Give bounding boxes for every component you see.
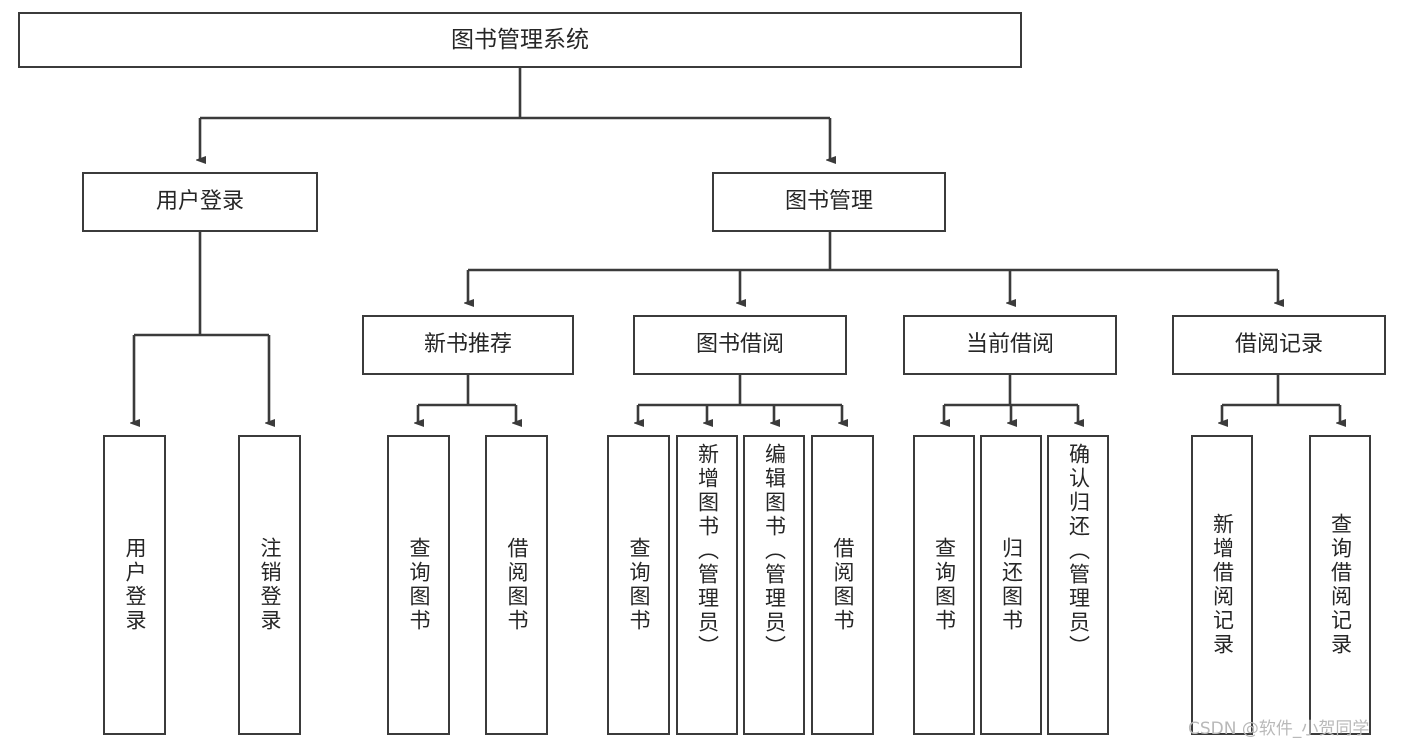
node-leaf-9-label: 查询图书 bbox=[932, 537, 957, 633]
node-leaf-12[interactable]: 新增借阅记录 bbox=[1191, 435, 1253, 735]
node-leaf-7[interactable]: 编辑图书（管理员） bbox=[743, 435, 805, 735]
node-leaf-10[interactable]: 归还图书 bbox=[980, 435, 1042, 735]
node-leaf-9[interactable]: 查询图书 bbox=[913, 435, 975, 735]
node-current-borrow-label: 当前借阅 bbox=[965, 332, 1054, 358]
node-leaf-8-label: 借阅图书 bbox=[831, 537, 855, 633]
node-leaf-4[interactable]: 借阅图书 bbox=[485, 435, 548, 735]
node-leaf-3-label: 查询图书 bbox=[407, 537, 431, 633]
node-leaf-13[interactable]: 查询借阅记录 bbox=[1309, 435, 1371, 735]
node-current-borrow[interactable]: 当前借阅 bbox=[903, 315, 1117, 375]
node-leaf-1-label: 用户登录 bbox=[123, 537, 147, 633]
node-new-book-rec-label: 新书推荐 bbox=[423, 332, 512, 358]
node-leaf-3[interactable]: 查询图书 bbox=[387, 435, 450, 735]
node-leaf-10-label: 归还图书 bbox=[999, 537, 1024, 633]
csdn-watermark: CSDN @软件_小贺同学 bbox=[1188, 719, 1370, 739]
node-leaf-12-label: 新增借阅记录 bbox=[1210, 513, 1235, 657]
node-new-book-rec[interactable]: 新书推荐 bbox=[362, 315, 574, 375]
node-borrow-record-label: 借阅记录 bbox=[1234, 332, 1323, 358]
node-leaf-11[interactable]: 确认归还（管理员） bbox=[1047, 435, 1109, 735]
node-borrow-record[interactable]: 借阅记录 bbox=[1172, 315, 1386, 375]
node-leaf-13-label: 查询借阅记录 bbox=[1328, 513, 1353, 657]
node-leaf-2[interactable]: 注销登录 bbox=[238, 435, 301, 735]
node-root[interactable]: 图书管理系统 bbox=[18, 12, 1022, 68]
node-leaf-5[interactable]: 查询图书 bbox=[607, 435, 670, 735]
node-leaf-1[interactable]: 用户登录 bbox=[103, 435, 166, 735]
node-leaf-7-label: 编辑图书（管理员） bbox=[762, 443, 787, 659]
node-leaf-4-label: 借阅图书 bbox=[505, 537, 529, 633]
node-leaf-11-label: 确认归还（管理员） bbox=[1066, 443, 1091, 659]
node-leaf-6[interactable]: 新增图书（管理员） bbox=[676, 435, 738, 735]
node-root-label: 图书管理系统 bbox=[451, 26, 589, 53]
node-book-manage-label: 图书管理 bbox=[784, 189, 873, 215]
node-user-login[interactable]: 用户登录 bbox=[82, 172, 318, 232]
node-book-borrow-label: 图书借阅 bbox=[695, 332, 784, 358]
node-book-manage[interactable]: 图书管理 bbox=[712, 172, 946, 232]
node-leaf-5-label: 查询图书 bbox=[627, 537, 651, 633]
node-user-login-label: 用户登录 bbox=[155, 189, 244, 215]
node-book-borrow[interactable]: 图书借阅 bbox=[633, 315, 847, 375]
node-leaf-6-label: 新增图书（管理员） bbox=[695, 443, 720, 659]
node-leaf-2-label: 注销登录 bbox=[258, 537, 282, 633]
node-leaf-8[interactable]: 借阅图书 bbox=[811, 435, 874, 735]
